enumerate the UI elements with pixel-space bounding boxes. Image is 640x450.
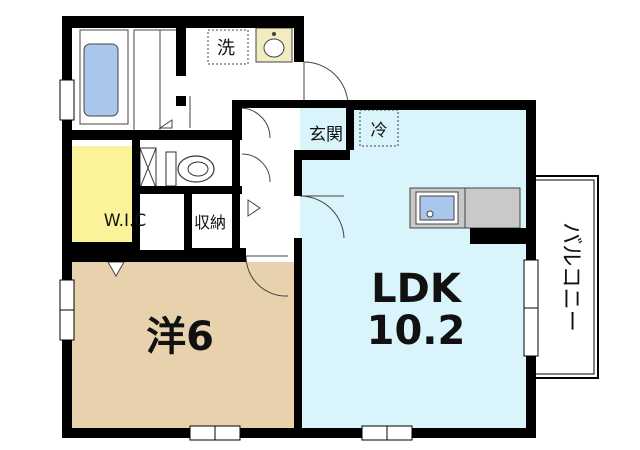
- kitchen-sink-icon: [415, 191, 459, 225]
- ldk-door: [299, 195, 345, 239]
- balcony-outline: [529, 175, 599, 379]
- western-room-door: [245, 255, 289, 297]
- storage-label: 収納: [194, 213, 226, 232]
- washbasin-icon: [255, 27, 293, 63]
- western-room-floor: [70, 262, 294, 428]
- toilet-icon: [165, 151, 215, 187]
- western-room-label: 洋6: [146, 314, 214, 360]
- ldk-floor: [300, 108, 526, 428]
- western-room-size: 6: [186, 314, 214, 360]
- entrance-door: [303, 61, 349, 105]
- fridge-space: [359, 109, 399, 147]
- wic-label: W.I.C: [104, 211, 147, 231]
- walls: [62, 16, 536, 438]
- toilet-storage-shelf: [139, 147, 157, 189]
- western-room-name: 洋: [146, 314, 186, 360]
- bathtub-icon: [79, 29, 129, 125]
- ldk-size-label: 10.2: [367, 308, 466, 354]
- hall-doors: [158, 96, 271, 217]
- fridge-label: 冷: [371, 121, 388, 141]
- wic-floor: [72, 146, 132, 242]
- shower-area: [133, 29, 176, 130]
- entrance-label: 玄関: [309, 125, 343, 145]
- washing-machine-space: [207, 29, 249, 65]
- balcony-label: バルコニー: [558, 222, 583, 332]
- windows: [59, 79, 539, 441]
- ldk-name-label: LDK: [371, 266, 463, 312]
- washroom-label: 洗: [217, 38, 235, 59]
